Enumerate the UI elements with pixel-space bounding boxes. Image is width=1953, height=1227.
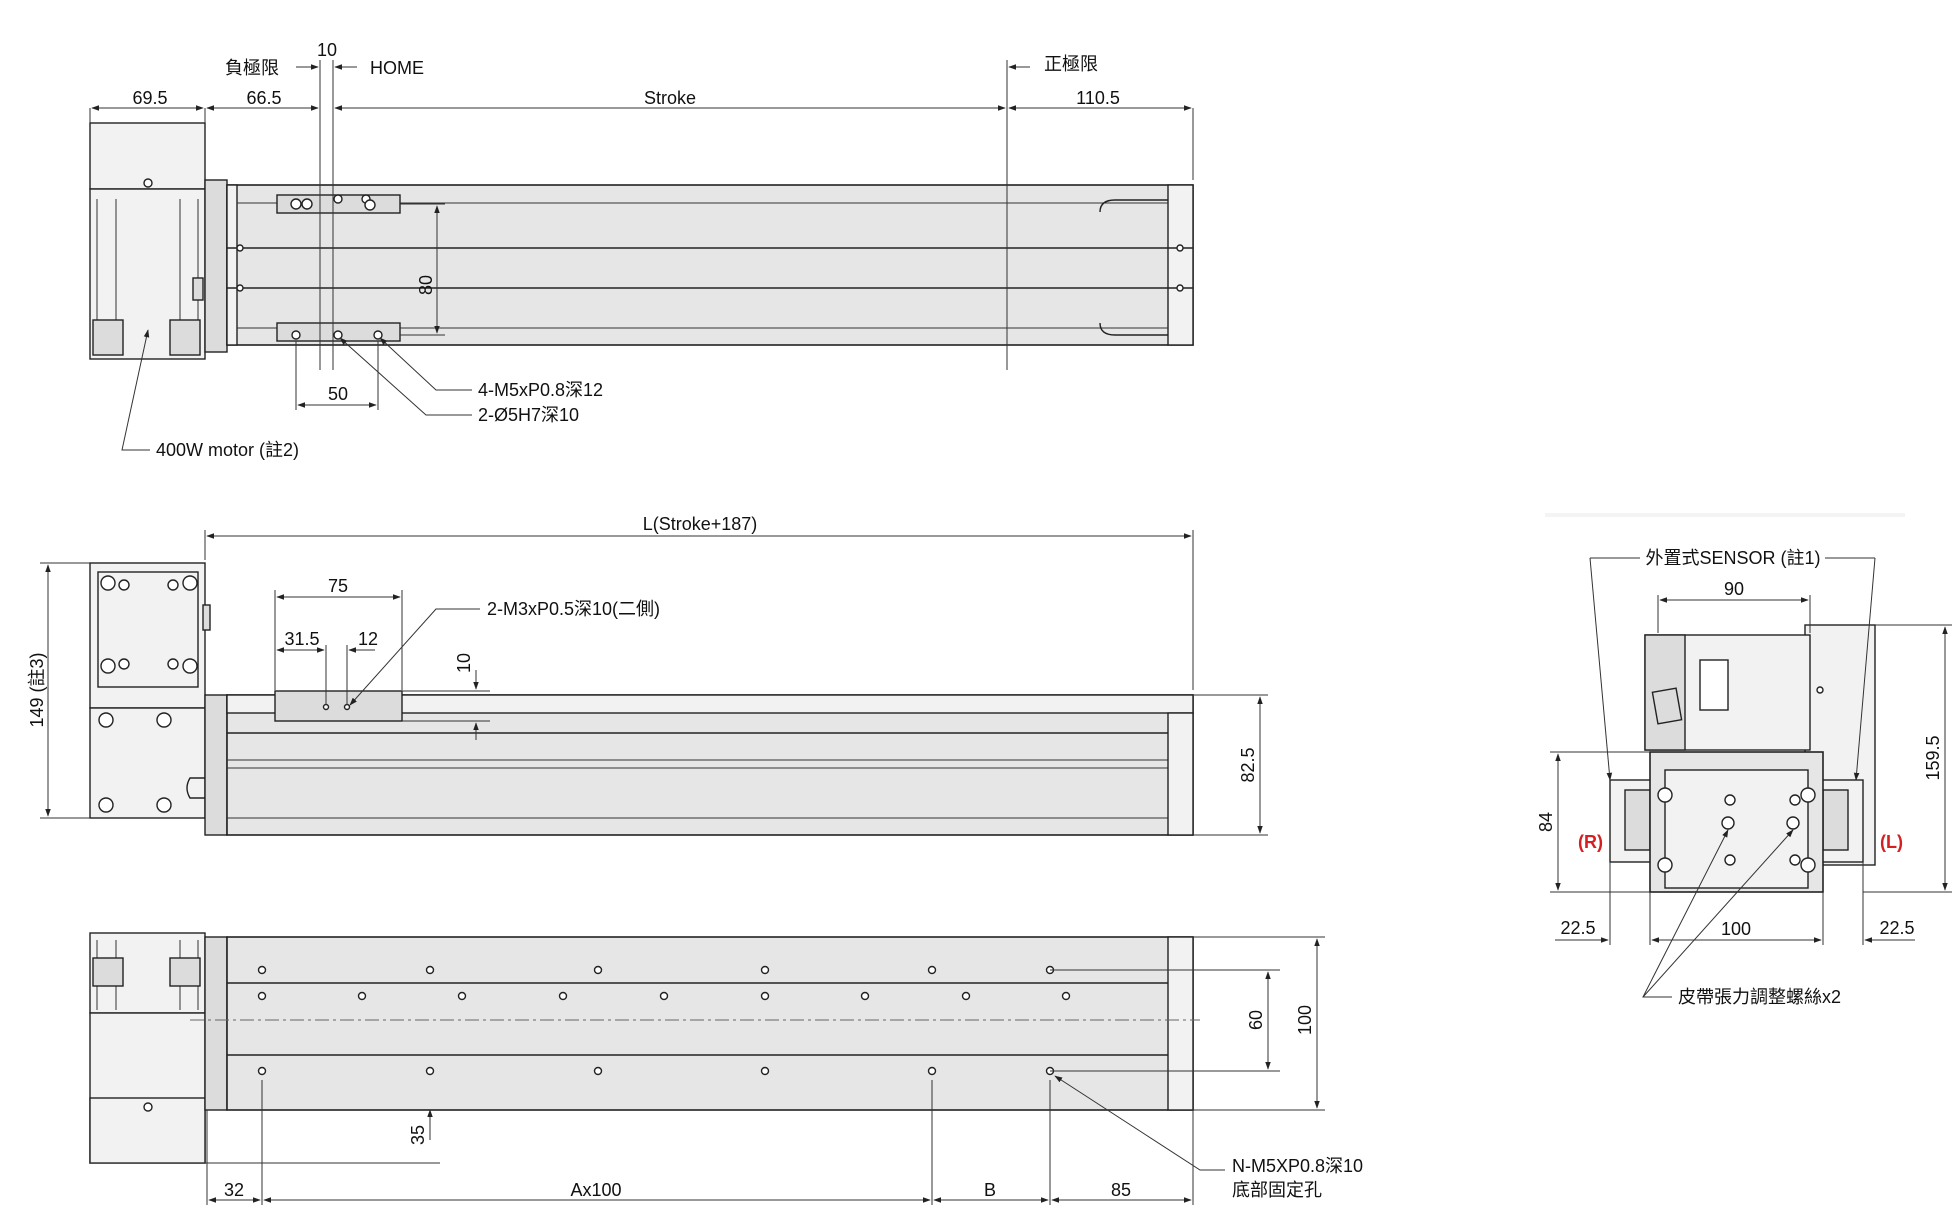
dim-b: B — [984, 1180, 996, 1200]
dim-end-right: 22.5 — [1879, 918, 1914, 938]
side-view: L(Stroke+187) 149 (註3) 75 31.5 12 10 2-M… — [27, 514, 1268, 836]
mount-hole — [760, 965, 770, 975]
dim-total-height: 149 (註3) — [27, 652, 47, 727]
mount-hole — [927, 965, 937, 975]
mount-hole — [1061, 991, 1071, 1001]
mount-hole-group — [257, 965, 1071, 1076]
dim-start-offset: 32 — [224, 1180, 244, 1200]
actuator-body-bottom — [226, 936, 1194, 1111]
dim-body-width: 100 — [1295, 1005, 1315, 1035]
mount-hole — [257, 991, 267, 1001]
dim-inner-spacing: 60 — [1246, 1010, 1266, 1030]
mount-hole — [860, 991, 870, 1001]
note-bottom-holes-2: 底部固定孔 — [1232, 1180, 1322, 1200]
label-right-side: (R) — [1578, 832, 1603, 852]
dim-carriage-length: 75 — [328, 576, 348, 596]
dim-motor-length: 69.5 — [132, 88, 167, 108]
motor-cap — [89, 122, 206, 190]
top-view: 69.5 66.5 10 負極限 HOME Stroke 正極限 110.5 8… — [89, 40, 1194, 460]
mount-hole — [961, 991, 971, 1001]
mount-hole — [659, 991, 669, 1001]
dim-total-length: L(Stroke+187) — [643, 514, 758, 534]
mount-hole — [760, 1066, 770, 1076]
dim-body-height: 82.5 — [1238, 747, 1258, 782]
dim-edge-offset: 35 — [408, 1125, 428, 1145]
mount-hole — [558, 991, 568, 1001]
end-view: 外置式SENSOR (註1) 90 159.5 84 (R) (L) 22.5 … — [1536, 513, 1952, 1007]
mount-hole — [425, 965, 435, 975]
dim-home-gap: 10 — [317, 40, 337, 60]
mount-hole — [593, 965, 603, 975]
note-pin-holes: 2-Ø5H7深10 — [478, 405, 579, 425]
dim-hole-offset-2: 12 — [358, 629, 378, 649]
note-bottom-holes-1: N-M5XP0.8深10 — [1232, 1156, 1363, 1176]
dim-end-length: 110.5 — [1076, 88, 1120, 108]
dim-rail-spacing: 80 — [416, 275, 436, 295]
mount-hole — [357, 991, 367, 1001]
note-sensor: 外置式SENSOR (註1) — [1645, 548, 1820, 568]
dim-motor-width: 90 — [1724, 579, 1744, 599]
label-pos-limit: 正極限 — [1044, 54, 1098, 74]
bottom-view: 60 100 35 32 Ax100 B 85 N-M5XP0.8深10 底部固… — [89, 932, 1363, 1205]
dim-hole-offset-1: 31.5 — [284, 629, 319, 649]
mount-hole — [257, 1066, 267, 1076]
dim-hole-pitch: 50 — [328, 384, 348, 404]
coupling-block — [204, 179, 228, 353]
dim-neg-offset: 66.5 — [246, 88, 281, 108]
dim-end-body-width: 100 — [1721, 919, 1751, 939]
mount-hole — [257, 965, 267, 975]
mount-hole — [425, 1066, 435, 1076]
mount-hole — [760, 991, 770, 1001]
mount-hole — [927, 1066, 937, 1076]
dim-end-height: 159.5 — [1923, 735, 1943, 780]
note-tap-holes: 4-M5xP0.8深12 — [478, 380, 603, 400]
dim-hole-pitch-a: Ax100 — [570, 1180, 621, 1200]
note-motor: 400W motor (註2) — [156, 440, 299, 460]
note-side-tap: 2-M3xP0.5深10(二側) — [487, 599, 660, 619]
note-belt-adjust: 皮帶張力調整螺絲x2 — [1678, 987, 1841, 1007]
dim-carriage-top: 10 — [454, 653, 474, 673]
dim-end-body-height: 84 — [1536, 812, 1556, 832]
label-left-side: (L) — [1880, 832, 1903, 852]
mount-hole — [593, 1066, 603, 1076]
dim-end-offset: 85 — [1111, 1180, 1131, 1200]
dim-end-left: 22.5 — [1560, 918, 1595, 938]
label-neg-limit: 負極限 — [225, 58, 279, 78]
carriage-side — [274, 690, 403, 722]
label-home: HOME — [370, 58, 424, 78]
mount-hole — [457, 991, 467, 1001]
dim-stroke: Stroke — [644, 88, 696, 108]
